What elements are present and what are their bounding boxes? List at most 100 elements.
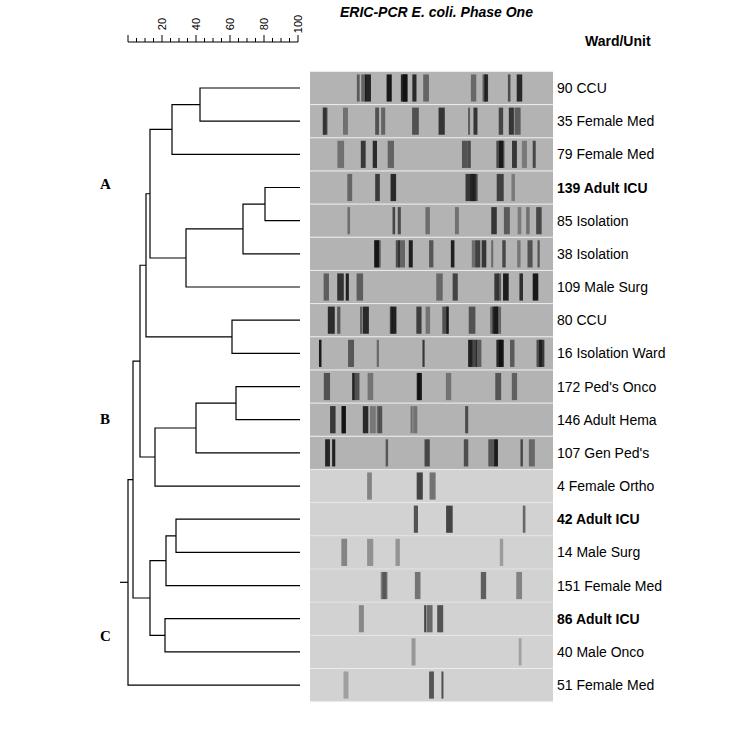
- gel-band: [510, 340, 514, 367]
- gel-band: [337, 273, 344, 300]
- gel-band: [442, 307, 448, 334]
- gel-band: [495, 373, 501, 400]
- isolate-label: 146 Adult Hema: [557, 412, 657, 428]
- gel-band: [324, 273, 329, 300]
- lane-separator: [310, 701, 553, 702]
- gel-band: [512, 373, 517, 400]
- gel-band: [469, 307, 476, 334]
- gel-band: [363, 406, 368, 433]
- lane-separator: [310, 602, 553, 603]
- gel-band: [412, 74, 416, 101]
- lane-separator: [310, 204, 553, 205]
- gel-band: [472, 174, 476, 201]
- dendrogram-branch: [243, 204, 300, 254]
- gel-band: [483, 74, 487, 101]
- gel-band: [482, 240, 487, 267]
- gel-band: [343, 671, 348, 698]
- gel-band: [398, 207, 401, 234]
- gel-band: [360, 307, 362, 334]
- gel-band: [493, 307, 498, 334]
- isolate-label: 109 Male Surg: [557, 279, 648, 295]
- gel-band: [499, 108, 503, 135]
- gel-band: [414, 506, 418, 533]
- gel-band: [413, 406, 417, 433]
- gel-band: [496, 340, 502, 367]
- cluster-letter: B: [100, 411, 110, 428]
- gel-band: [499, 141, 504, 168]
- gel-band: [346, 273, 349, 300]
- dendrogram-branch: [176, 519, 300, 552]
- gel-band: [427, 605, 433, 632]
- gel-band: [481, 572, 486, 599]
- lane-ground: [310, 271, 553, 303]
- gel-band: [515, 108, 521, 135]
- gel-band: [519, 273, 523, 300]
- gel-band: [499, 141, 503, 168]
- gel-band: [488, 439, 494, 466]
- gel-band: [494, 439, 498, 466]
- isolate-label: 51 Female Med: [557, 677, 654, 693]
- gel-band: [498, 307, 501, 334]
- gel-band: [491, 240, 493, 267]
- gel-band: [498, 273, 501, 300]
- lane-separator: [310, 303, 553, 304]
- gel-band: [476, 340, 482, 367]
- gel-band: [429, 240, 433, 267]
- gel-band: [381, 108, 385, 135]
- lane-separator: [310, 104, 553, 105]
- lane-separator: [310, 170, 553, 171]
- gel-band: [367, 472, 372, 499]
- lane-ground: [310, 138, 553, 170]
- isolate-label: 42 Adult ICU: [557, 511, 640, 527]
- axis-label: 60: [224, 18, 236, 30]
- gel-band: [464, 439, 468, 466]
- lane-ground: [310, 569, 553, 601]
- lane-ground: [310, 304, 553, 336]
- lane-ground: [310, 105, 553, 137]
- isolate-label: 40 Male Onco: [557, 644, 644, 660]
- lane-ground: [310, 72, 553, 104]
- gel-band: [319, 340, 322, 367]
- isolate-label: 85 Isolation: [557, 213, 629, 229]
- gel-band: [381, 572, 388, 599]
- lane-separator: [310, 469, 553, 470]
- gel-band: [529, 439, 535, 466]
- gel-band: [388, 141, 394, 168]
- isolate-label: 79 Female Med: [557, 146, 654, 162]
- axis-tick: [170, 38, 171, 42]
- gel-band: [409, 240, 413, 267]
- gel-band: [347, 207, 350, 234]
- dendrogram-branch: [146, 194, 232, 337]
- gel-band: [446, 373, 451, 400]
- lane-separator: [310, 668, 553, 669]
- isolate-label: 16 Isolation Ward: [557, 345, 665, 361]
- lane-separator: [310, 369, 553, 370]
- gel-band: [416, 307, 421, 334]
- gel-lane: [310, 569, 553, 601]
- gel-band: [347, 174, 352, 201]
- figure-title: ERIC-PCR E. coli. Phase One: [340, 4, 533, 20]
- lane-separator: [310, 436, 553, 437]
- cluster-letter: C: [100, 628, 111, 645]
- isolate-label: 14 Male Surg: [557, 544, 640, 560]
- lane-ground: [310, 171, 553, 203]
- lane-ground: [310, 669, 553, 701]
- gel-band: [342, 406, 346, 433]
- dendrogram-branch: [232, 320, 300, 353]
- gel-band: [379, 406, 383, 433]
- gel-band: [382, 572, 386, 599]
- gel-band: [520, 439, 522, 466]
- gel-band: [325, 439, 330, 466]
- gel-lane: [310, 337, 553, 369]
- dendrogram-branch: [133, 361, 150, 598]
- gel-band: [342, 406, 345, 433]
- gel-band: [363, 307, 369, 334]
- axis-tick: [230, 35, 231, 42]
- isolate-label: 35 Female Med: [557, 113, 654, 129]
- gel-band: [441, 671, 443, 698]
- axis-label: 20: [156, 18, 168, 30]
- lane-separator: [310, 270, 553, 271]
- axis-tick: [196, 35, 197, 42]
- axis-tick: [213, 38, 214, 42]
- gel-band: [446, 506, 453, 533]
